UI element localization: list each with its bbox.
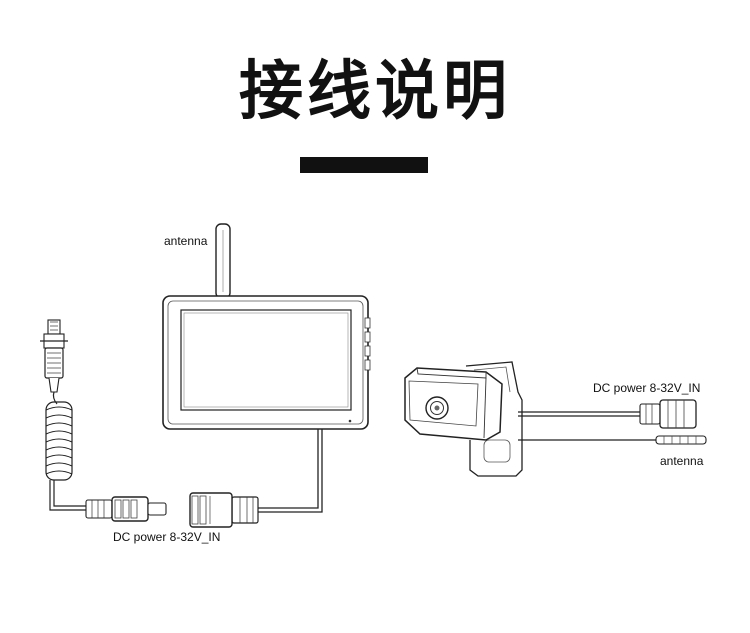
- monitor: [162, 295, 371, 430]
- monitor-power-label: DC power 8-32V_IN: [113, 530, 220, 544]
- camera-dc-connector: [639, 399, 697, 429]
- title-underline: [300, 157, 428, 173]
- monitor-antenna: [215, 223, 231, 299]
- dc-male-connector: [85, 496, 167, 522]
- dc-female-connector: [189, 492, 259, 528]
- camera-antenna: [655, 435, 707, 445]
- page-title: 接线说明: [239, 55, 511, 129]
- camera-power-label: DC power 8-32V_IN: [593, 381, 700, 395]
- monitor-antenna-label: antenna: [164, 234, 208, 248]
- car-charger-plug: [40, 319, 68, 405]
- camera: [404, 361, 656, 477]
- coiled-cable: [45, 401, 86, 511]
- camera-antenna-label: antenna: [660, 454, 704, 468]
